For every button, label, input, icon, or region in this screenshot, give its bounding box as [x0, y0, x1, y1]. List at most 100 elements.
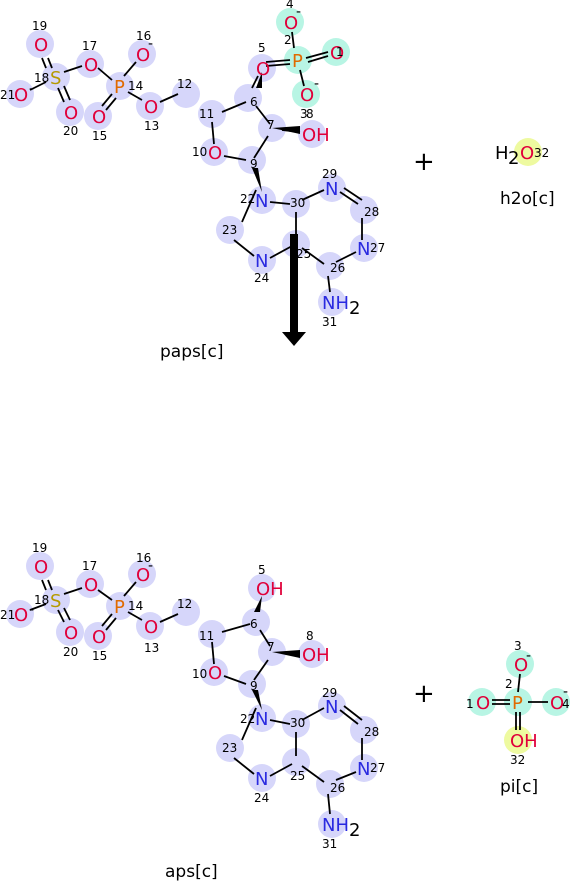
aps-atom-n24: N [255, 769, 268, 790]
paps-num-23: 23 [222, 223, 237, 237]
aps-num-11: 11 [199, 629, 214, 643]
aps-atom-numbers: 5 6 7 8 9 10 11 12 13 14 15 16 17 18 19 … [0, 541, 385, 851]
paps-num-7: 7 [267, 118, 275, 132]
paps-num-27: 27 [370, 241, 385, 255]
aps-num-15: 15 [92, 649, 107, 663]
paps-atom-n29: N [325, 179, 338, 200]
pi-molecule: O O P O OH - - 1 2 3 4 32 pi[c] [466, 639, 570, 797]
paps-num-18: 18 [34, 71, 49, 85]
pi-label: pi[c] [500, 777, 538, 797]
pi-atom-o32: OH [510, 731, 538, 752]
aps-num-9: 9 [250, 679, 258, 693]
aps-num-30: 30 [290, 716, 305, 730]
aps-num-8: 8 [306, 629, 314, 643]
aps-atom-n29: N [325, 697, 338, 718]
aps-num-17: 17 [82, 559, 97, 573]
paps-atom-n27: N [357, 239, 370, 260]
paps-label: paps[c] [160, 342, 223, 362]
paps-num-9: 9 [250, 157, 258, 171]
aps-num-23: 23 [222, 741, 237, 755]
paps-num-31: 31 [322, 315, 337, 329]
paps-atom-o16: O [136, 45, 150, 66]
paps-molecule: O O S O O P O O O O OH O N N N N NH 2 O … [0, 0, 385, 362]
h2o-h-symbol: H [495, 143, 509, 164]
aps-num-22: 22 [240, 712, 255, 726]
paps-atom-o1: O [330, 43, 344, 64]
paps-num-15: 15 [92, 129, 107, 143]
paps-num-29: 29 [322, 167, 337, 181]
paps-num-10: 10 [192, 145, 207, 159]
paps-atom-o19: O [34, 35, 48, 56]
paps-atom-o21: O [14, 85, 28, 106]
aps-atom-n31: NH [322, 815, 349, 836]
aps-num-12: 12 [177, 597, 192, 611]
paps-atom-o5: O [256, 59, 270, 80]
pi-charge-o4: - [563, 684, 568, 700]
aps-num-7: 7 [267, 640, 275, 654]
aps-num-21: 21 [0, 608, 15, 622]
paps-num-5: 5 [258, 41, 266, 55]
aps-atom-o10: O [208, 663, 222, 684]
aps-atom-n22: N [255, 709, 268, 730]
aps-num-31: 31 [322, 837, 337, 851]
paps-atom-numbers: 1 2 3 4 5 6 7 8 9 10 11 12 13 14 15 16 1… [0, 0, 385, 329]
paps-num-6: 6 [250, 95, 258, 109]
aps-num-27: 27 [370, 761, 385, 775]
paps-atom-o4: O [284, 13, 298, 34]
aps-num-29: 29 [322, 686, 337, 700]
paps-atom-o3: O [300, 85, 314, 106]
paps-atom-o10: O [208, 143, 222, 164]
paps-num-26: 26 [330, 261, 345, 275]
aps-num-10: 10 [192, 667, 207, 681]
paps-num-19: 19 [32, 19, 47, 33]
paps-num-4: 4 [286, 0, 294, 11]
paps-num-24: 24 [254, 271, 269, 285]
pi-atom-o1: O [476, 693, 490, 714]
paps-num-22: 22 [240, 192, 255, 206]
aps-num-24: 24 [254, 791, 269, 805]
pi-atom-o4: O [550, 693, 564, 714]
pi-num-4: 4 [562, 697, 570, 711]
aps-atom-s18: S [50, 591, 61, 612]
aps-bonds [29, 579, 363, 815]
aps-atom-n27: N [357, 759, 370, 780]
aps-num-5: 5 [258, 563, 266, 577]
paps-atom-n22: N [255, 191, 268, 212]
paps-charge-o4: - [296, 4, 301, 20]
paps-charge-o3: - [314, 76, 319, 92]
aps-atom-p14: P [114, 597, 125, 618]
paps-atom-p14: P [114, 77, 125, 98]
paps-num-21: 21 [0, 88, 15, 102]
pi-num-2: 2 [505, 677, 513, 691]
paps-atom-o20: O [64, 103, 78, 124]
paps-num-1: 1 [336, 45, 344, 59]
paps-num-3: 3 [300, 107, 308, 121]
h2o-molecule: H 2 O 32 h2o[c] [495, 138, 555, 209]
aps-atom-o17: O [84, 575, 98, 596]
pi-num-32: 32 [510, 753, 525, 767]
aps-atom-o5: OH [256, 579, 284, 600]
aps-num-6: 6 [250, 617, 258, 631]
pi-num-3: 3 [514, 639, 522, 653]
paps-bonds [29, 31, 363, 293]
paps-atom-n24: N [255, 251, 268, 272]
paps-charge-o21: - [29, 81, 34, 97]
aps-molecule: O O S O O P O O O OH OH O N N N N NH 2 -… [0, 541, 385, 882]
paps-atom-o8: OH [302, 125, 330, 146]
h2o-o-symbol: O [520, 143, 534, 164]
aps-num-16: 16 [136, 551, 151, 565]
paps-num-2: 2 [284, 33, 292, 47]
h2o-subscript: 2 [508, 148, 519, 169]
aps-label: aps[c] [165, 862, 218, 882]
aps-num-28: 28 [364, 725, 379, 739]
paps-num-20: 20 [63, 124, 78, 138]
pi-atom-o3: O [514, 655, 528, 676]
paps-num-25: 25 [296, 247, 311, 261]
aps-atom-o8: OH [302, 645, 330, 666]
product-plus-sign: + [413, 679, 435, 709]
h2o-num-32: 32 [534, 146, 549, 160]
paps-atom-n31: NH [322, 293, 349, 314]
aps-num-25: 25 [290, 769, 305, 783]
aps-atom-o21: O [14, 605, 28, 626]
h2o-label: h2o[c] [500, 189, 555, 209]
